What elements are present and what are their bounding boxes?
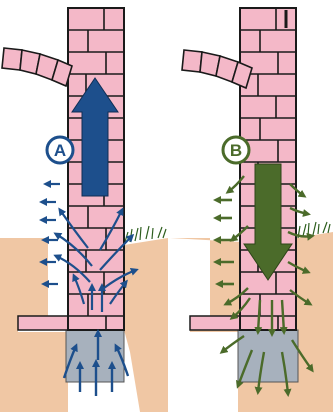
footing-arrows-b <box>219 299 314 397</box>
label-badge-a: A <box>45 135 75 165</box>
joist-bricks-b <box>181 49 253 90</box>
grass-b <box>297 221 331 239</box>
panel-a: A <box>0 7 168 412</box>
label-b-text: B <box>230 141 242 160</box>
wicking-arrows-a <box>53 207 139 312</box>
footing-b <box>237 329 299 383</box>
big-down-arrow-b <box>243 163 293 281</box>
joist-bricks-a <box>1 47 73 88</box>
footing-arrows-a <box>62 329 130 396</box>
small-arrows-left-a <box>39 180 60 288</box>
diagonal-arrows-b-left <box>223 175 251 320</box>
diagonal-arrows-b-right <box>287 183 315 306</box>
label-badge-b: B <box>221 135 251 165</box>
panel-b: B <box>170 7 333 412</box>
big-up-arrow-a <box>71 77 119 197</box>
label-a-text: A <box>54 141 66 160</box>
floor-slab-a <box>17 315 69 331</box>
soil-b-right <box>296 232 333 412</box>
